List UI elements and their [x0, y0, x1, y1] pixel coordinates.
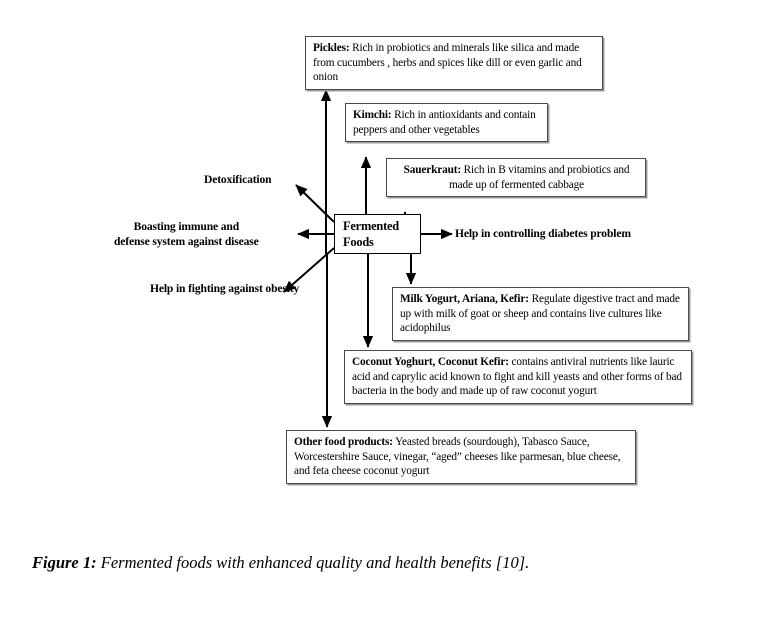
pickles-body: Rich in probiotics and minerals like sil…: [313, 42, 582, 84]
center-node-line2: Foods: [343, 234, 374, 249]
node-other-food-products[interactable]: Other food products: Yeasted breads (sou…: [286, 430, 636, 485]
figure-diagram: Fermented Foods Pickles: Rich in probiot…: [114, 36, 692, 485]
diabetes-line1: Help in controlling diabetes problem: [455, 227, 631, 240]
coconut-lead: Coconut Yoghurt, Coconut Kefir:: [352, 356, 509, 368]
label-detoxification: Detoxification: [204, 172, 272, 187]
node-sauerkraut[interactable]: Sauerkraut: Rich in B vitamins and probi…: [386, 158, 646, 198]
node-coconut-yoghurt[interactable]: Coconut Yoghurt, Coconut Kefir: contains…: [344, 350, 692, 405]
milk-yogurt-body: Regulate digestive tract and made up wit…: [400, 293, 680, 335]
center-node-line1: Fermented: [343, 219, 399, 233]
caption-label: Figure 1:: [32, 553, 97, 572]
sauerkraut-lead: Sauerkraut:: [403, 164, 462, 176]
other-foods-lead: Other food products:: [294, 436, 393, 448]
obesity-line1: Help in fighting against obesity: [150, 282, 300, 295]
detoxification-line1: Detoxification: [204, 173, 272, 186]
immune-line2: defense system against disease: [114, 235, 259, 249]
kimchi-lead: Kimchi:: [353, 109, 392, 121]
sauerkraut-body: Rich in B vitamins and probiotics and ma…: [448, 164, 630, 191]
connector-to-obesity: [283, 247, 335, 293]
label-obesity: Help in fighting against obesity: [150, 281, 299, 296]
label-diabetes: Help in controlling diabetes problem: [455, 226, 631, 241]
figure-caption: Figure 1: Fermented foods with enhanced …: [32, 552, 732, 575]
node-fermented-foods[interactable]: Fermented Foods: [334, 214, 421, 254]
other-foods-body: Yeasted breads (sourdough), Tabasco Sauc…: [294, 436, 621, 478]
caption-text: Fermented foods with enhanced quality an…: [96, 553, 530, 572]
connector-to-detoxification: [295, 184, 335, 223]
pickles-lead: Pickles:: [313, 42, 350, 54]
node-kimchi[interactable]: Kimchi: Rich in antioxidants and contain…: [345, 103, 548, 143]
coconut-body: contains antiviral nutrients like lauric…: [352, 356, 682, 398]
milk-yogurt-lead: Milk Yogurt, Ariana, Kefir:: [400, 293, 529, 305]
node-pickles[interactable]: Pickles: Rich in probiotics and minerals…: [305, 36, 603, 91]
immune-line1: Boasting immune and: [133, 220, 240, 233]
label-immune-defense: Boasting immune and defense system again…: [114, 219, 259, 250]
node-milk-yogurt[interactable]: Milk Yogurt, Ariana, Kefir: Regulate dig…: [392, 287, 689, 342]
kimchi-body: Rich in antioxidants and contain peppers…: [353, 109, 536, 136]
